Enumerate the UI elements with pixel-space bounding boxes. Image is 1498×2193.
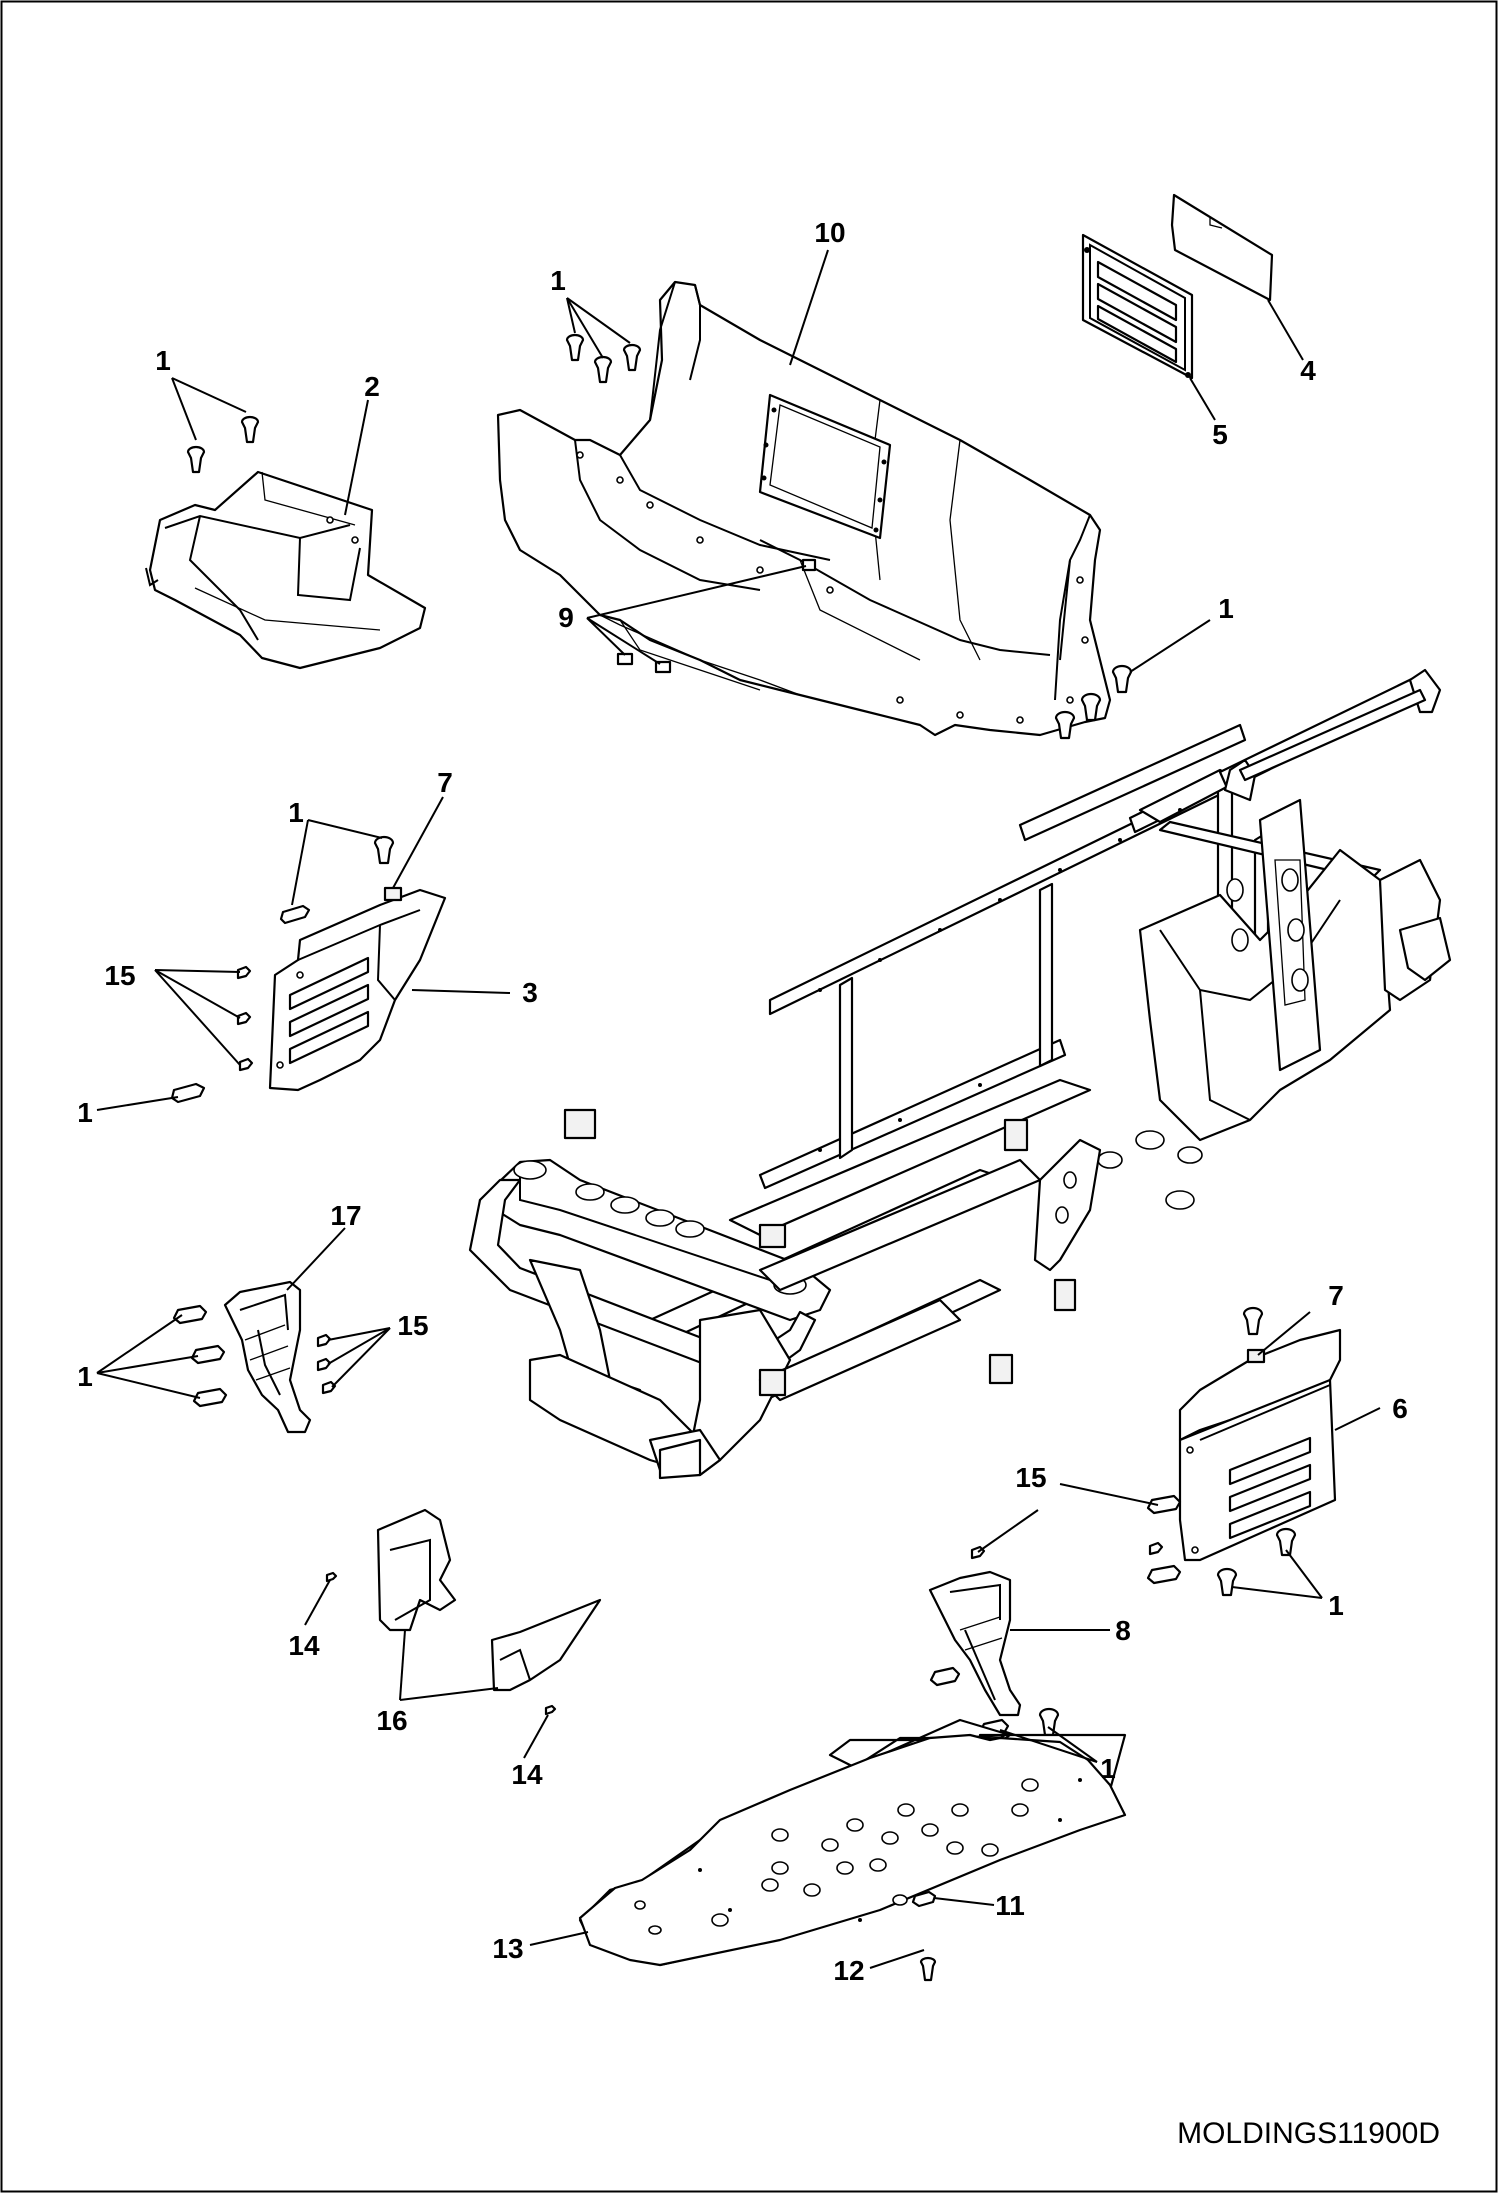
- callout-16: 16: [376, 1705, 407, 1736]
- callout-2: 2: [364, 371, 380, 402]
- callout-5: 5: [1212, 419, 1228, 450]
- part-8-molding: [928, 1570, 1022, 1717]
- callout-1-e: 1: [77, 1097, 93, 1128]
- callout-14-a: 14: [288, 1630, 320, 1661]
- part-13-floor-plate: [578, 1718, 1127, 1967]
- callout-12: 12: [833, 1955, 864, 1986]
- callout-15-a: 15: [104, 960, 135, 991]
- part-16-brackets: [376, 1508, 602, 1692]
- chassis-frame: [468, 668, 1452, 1480]
- part-4-sheet: [1170, 193, 1274, 302]
- callout-10: 10: [814, 217, 845, 248]
- part-6-molding: [1178, 1328, 1342, 1562]
- part-10-molding: [496, 280, 1112, 737]
- callout-1-g: 1: [1328, 1590, 1344, 1621]
- callout-7-b: 7: [1328, 1280, 1344, 1311]
- screws-part-6: [1146, 1306, 1297, 1597]
- callout-17: 17: [330, 1200, 361, 1231]
- diagram-caption: MOLDINGS11900D: [1177, 2117, 1440, 2150]
- callout-labels: 1 2 1 10 4 5 9 1 7 1 15 3 1 17 1 15 7 6 …: [77, 217, 1408, 1986]
- part-3-molding: [268, 886, 447, 1092]
- leader-lines: [96, 249, 1381, 1969]
- callout-4: 4: [1300, 355, 1316, 386]
- callout-15-b: 15: [397, 1310, 428, 1341]
- callout-6: 6: [1392, 1393, 1408, 1424]
- callout-3: 3: [522, 977, 538, 1008]
- screws-part-14: [325, 1571, 557, 1716]
- callout-11: 11: [995, 1890, 1025, 1921]
- callout-1-d: 1: [288, 797, 304, 828]
- part-2-molding: [145, 470, 427, 670]
- screws-part-3: [170, 835, 395, 1104]
- screws-part-2: [186, 415, 260, 474]
- callout-1-b: 1: [550, 265, 566, 296]
- callout-9: 9: [558, 602, 574, 633]
- parts-11-12-fasteners: [911, 1890, 937, 1982]
- callout-1-a: 1: [155, 345, 171, 376]
- screws-part-10: [565, 333, 1133, 740]
- callout-8: 8: [1115, 1615, 1131, 1646]
- callout-7-a: 7: [437, 767, 453, 798]
- screws-part-17: [172, 1304, 337, 1408]
- callout-1-c: 1: [1218, 593, 1234, 624]
- callout-13: 13: [492, 1933, 523, 1964]
- callout-14-b: 14: [511, 1759, 543, 1790]
- callout-1-f: 1: [77, 1361, 93, 1392]
- part-5-grille: [1081, 233, 1194, 380]
- callout-15-c: 15: [1015, 1462, 1046, 1493]
- callout-1-h: 1: [1100, 1753, 1116, 1784]
- part-17-molding: [223, 1280, 312, 1434]
